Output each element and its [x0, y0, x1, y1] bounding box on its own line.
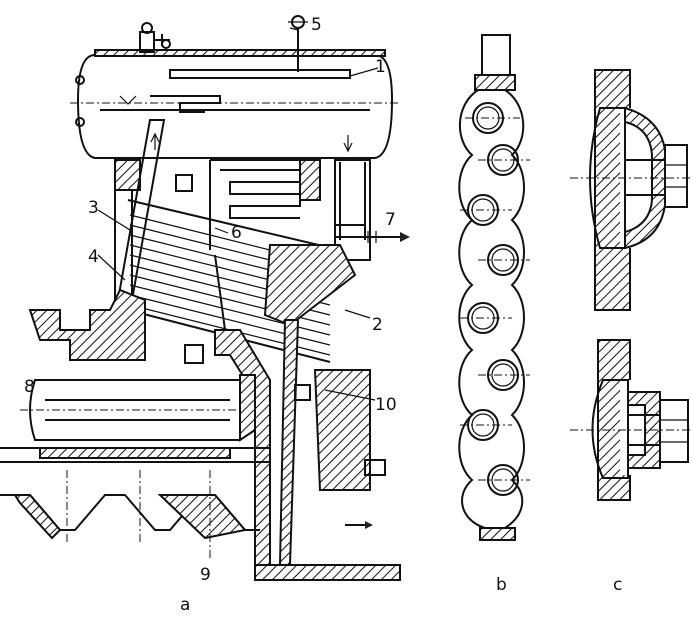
safety-valve	[139, 22, 171, 53]
gas-baffles	[214, 244, 357, 566]
upper-handhole-cap	[570, 69, 693, 311]
caption-b: b	[496, 575, 507, 595]
caption-a: a	[180, 595, 190, 615]
callout-9: 9	[200, 565, 211, 585]
callout-1: 1	[375, 57, 386, 77]
leader-lines	[97, 27, 379, 401]
furnace-grate	[20, 374, 256, 442]
panel-captions: a b c	[180, 575, 622, 615]
callout-6: 6	[231, 223, 242, 243]
feed-valve	[288, 15, 308, 72]
steam-drum	[70, 49, 400, 159]
rear-wall-flue	[254, 369, 401, 581]
rear-header	[299, 135, 371, 261]
panel-c-handhole-closures	[570, 69, 693, 501]
header-tube-holes	[467, 102, 519, 496]
firebox-front-wall	[28, 288, 204, 364]
callout-2: 2	[372, 315, 383, 335]
panel-a-boiler	[0, 15, 410, 581]
lower-handhole-cap	[570, 339, 693, 501]
panel-b-header-section	[458, 34, 530, 541]
front-header	[114, 119, 166, 301]
callout-8: 8	[24, 377, 35, 397]
callout-10: 10	[375, 395, 397, 415]
superheater-coil	[175, 159, 301, 250]
steam-outlet-arrow	[360, 231, 410, 243]
callout-4: 4	[88, 247, 99, 267]
header-centerlines	[460, 117, 530, 481]
callout-3: 3	[88, 198, 99, 218]
callout-labels: 1 2 3 4 5 6 7 8 9 10	[24, 15, 397, 585]
callout-7: 7	[385, 210, 396, 230]
caption-c: c	[613, 575, 622, 595]
callout-5: 5	[311, 15, 322, 35]
ash-hoppers	[0, 447, 270, 560]
